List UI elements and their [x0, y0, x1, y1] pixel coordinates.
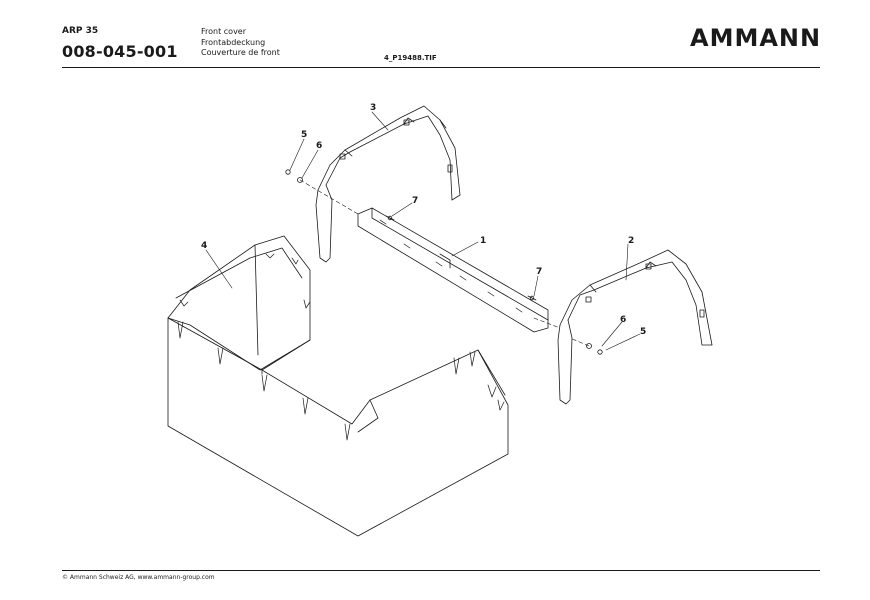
- front-cover-housing: [167, 235, 509, 537]
- callout-5-left: 5: [301, 130, 307, 140]
- callout-3: 3: [370, 103, 376, 113]
- model-name: ARP 35: [62, 26, 99, 36]
- callout-7-right: 7: [536, 267, 542, 277]
- callout-4: 4: [201, 241, 207, 251]
- leader-lines: [205, 111, 641, 351]
- callout-7-left: 7: [412, 196, 418, 206]
- right-arch-frame: [557, 249, 713, 405]
- left-arch-frame: [315, 105, 461, 263]
- cross-member: [357, 207, 549, 333]
- title-english: Front cover: [201, 27, 247, 36]
- fasteners: [285, 169, 603, 355]
- title-german: Frontabdeckung: [201, 37, 266, 47]
- part-number: 008-045-001: [62, 42, 178, 61]
- footer-divider: [62, 570, 820, 571]
- ammann-logo: AMMANN: [690, 24, 822, 52]
- callout-6-right: 6: [620, 315, 626, 325]
- title-french: Couverture de front: [201, 48, 280, 57]
- title-block: Front cover Frontabdeckung Couverture de…: [201, 27, 280, 59]
- callout-2: 2: [628, 236, 634, 246]
- file-name: 4_P19488.TIF: [384, 54, 437, 62]
- header-divider: [62, 67, 820, 68]
- callout-1: 1: [480, 236, 486, 246]
- callout-6-left: 6: [316, 141, 322, 151]
- assembly-lines: [299, 179, 590, 347]
- callout-5-right: 5: [640, 327, 646, 337]
- copyright-footer: © Ammann Schweiz AG, www.ammann-group.co…: [62, 574, 215, 581]
